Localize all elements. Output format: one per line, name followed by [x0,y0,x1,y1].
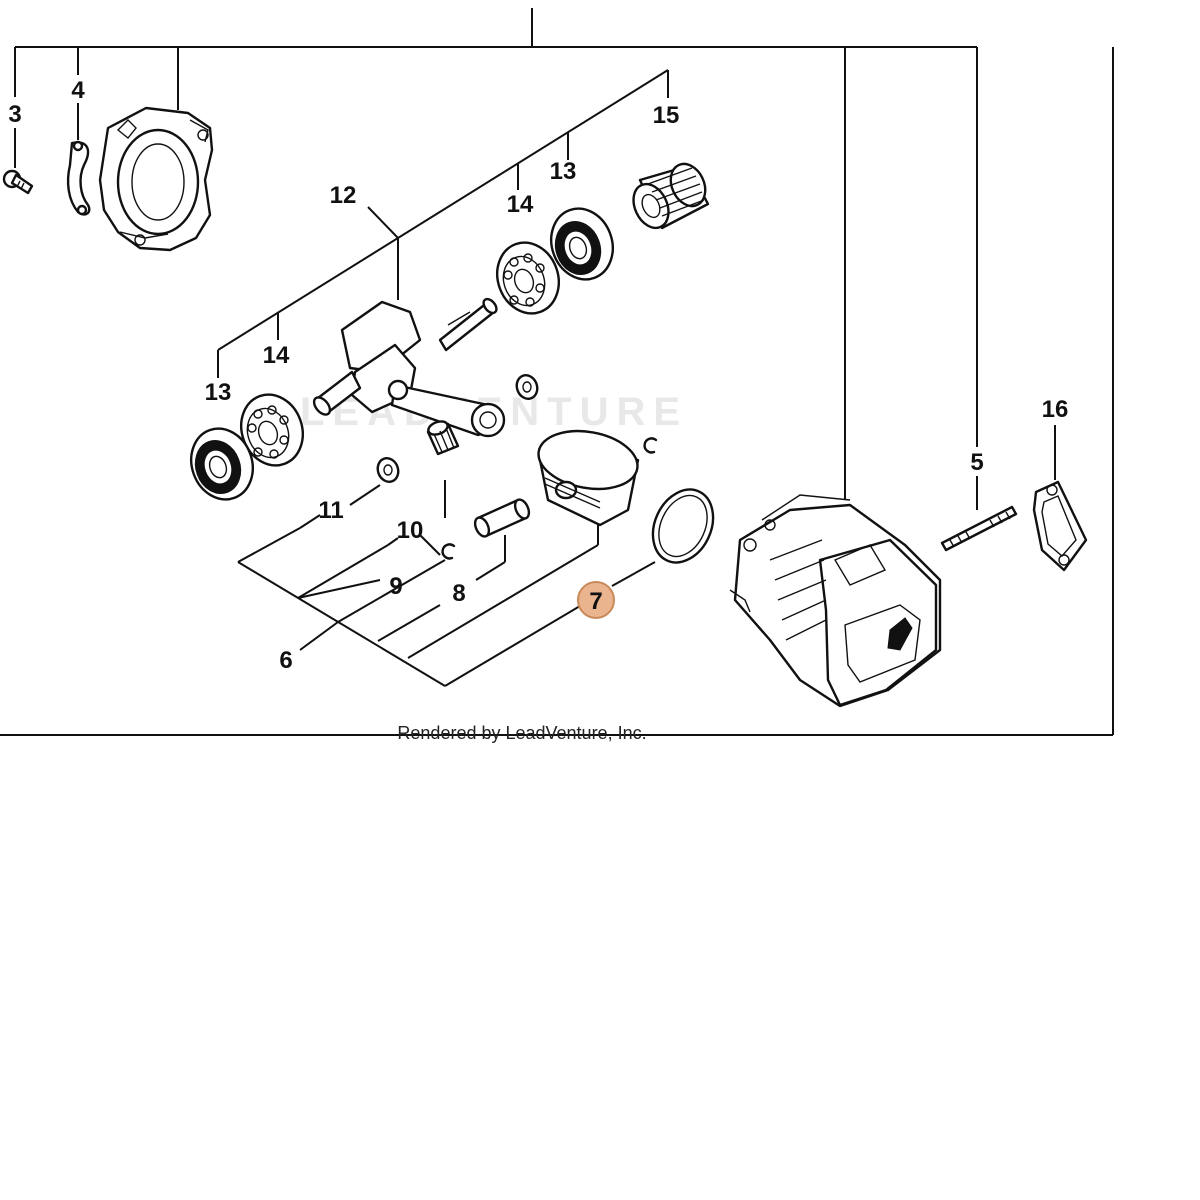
piston-pin-icon [473,498,531,538]
callout-labels: 3 4 15 12 13 14 14 13 16 5 11 10 9 8 7 6 [8,77,1068,674]
thrust-washer-icon [376,457,400,483]
callout-8[interactable]: 8 [452,580,465,607]
callout-4[interactable]: 4 [71,77,85,104]
piston-ring-icon [651,488,715,564]
oil-seal-left-icon [190,427,254,501]
callout-13-left[interactable]: 13 [205,379,232,406]
crankcase-icon [98,106,214,252]
piston-icon [537,429,640,527]
callout-5[interactable]: 5 [970,449,983,476]
highlight-badge[interactable] [577,581,615,619]
callout-9[interactable]: 9 [389,573,402,600]
bearing-sleeve-icon [632,162,710,230]
callout-16[interactable]: 16 [1042,396,1069,423]
render-credit: Rendered by LeadVenture, Inc. [397,723,646,743]
callout-12[interactable]: 12 [330,182,357,209]
oil-seal-icon [550,207,614,281]
circlip-right-icon [643,437,658,454]
screw-icon [2,169,34,195]
needle-bearing-icon [426,420,460,456]
callout-6[interactable]: 6 [279,647,292,674]
callout-11[interactable]: 11 [318,497,343,524]
stud-icon [940,505,1018,552]
frame-lines [0,8,1114,736]
callout-3[interactable]: 3 [8,101,21,128]
ball-bearing-left-icon [240,393,304,467]
clamp-icon [66,140,91,216]
callout-13-top[interactable]: 13 [550,158,577,185]
callout-15[interactable]: 15 [653,102,680,129]
callout-14-left[interactable]: 14 [263,342,290,369]
ball-bearing-icon [496,241,560,315]
callout-7[interactable]: 7 [589,588,602,615]
crankshaft-icon [312,297,506,438]
leader-lines [14,47,1056,687]
cylinder-icon [729,494,942,708]
gasket-icon [1032,480,1088,572]
callout-10[interactable]: 10 [397,517,424,544]
washer-icon [515,374,539,400]
callout-14-top[interactable]: 14 [507,191,534,218]
circlip-icon [441,543,456,560]
